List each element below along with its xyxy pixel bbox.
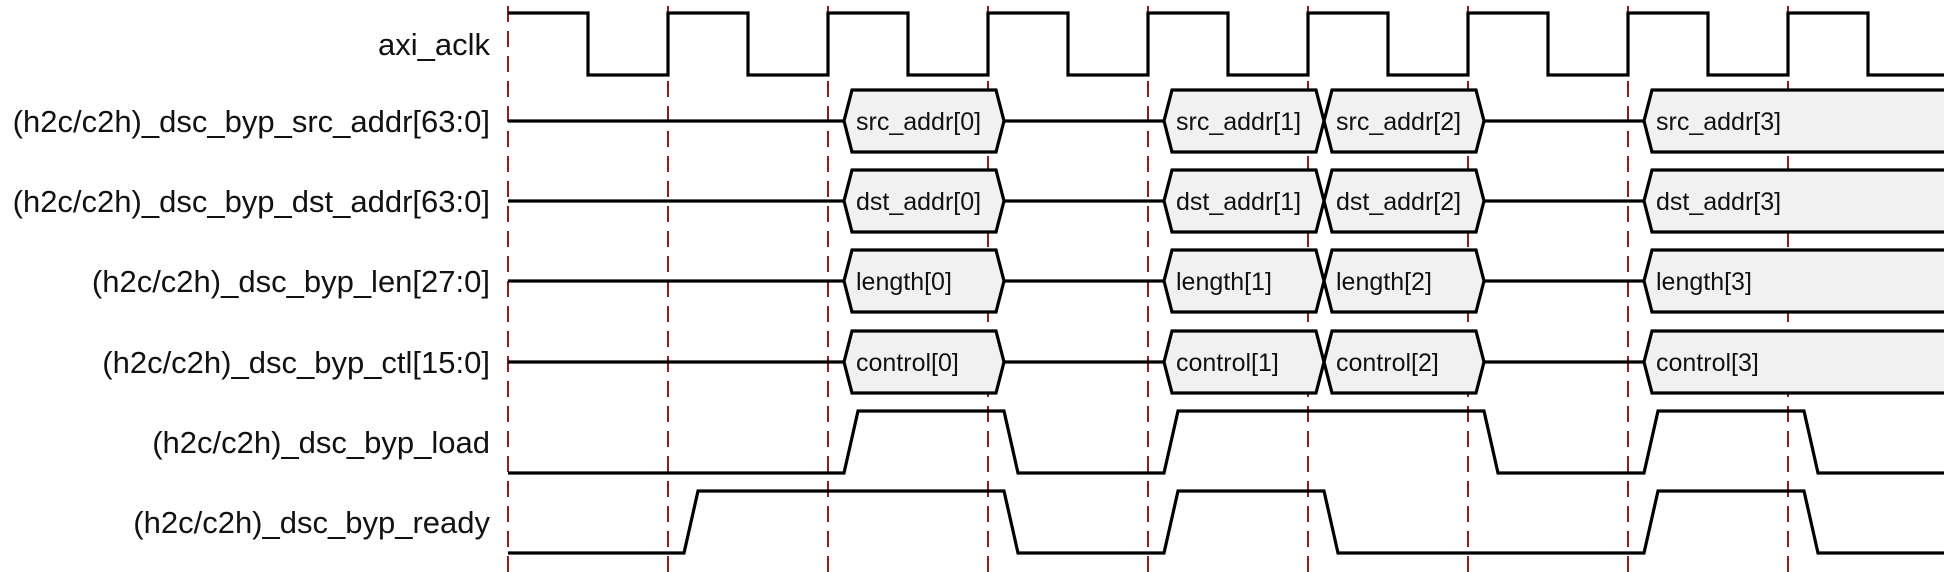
clock-waveform (508, 11, 1944, 77)
bus-value-label: src_addr[0] (856, 108, 981, 136)
bus-value-label: control[1] (1176, 349, 1279, 377)
bus-value-label: dst_addr[2] (1336, 188, 1461, 216)
signal-row: (h2c/c2h)_dsc_byp_len[27:0] length[0] leng… (92, 248, 1944, 314)
bus-value-box (1642, 248, 1944, 314)
bus-value-label: length[3] (1656, 268, 1752, 296)
bus-value-label: dst_addr[1] (1176, 188, 1301, 216)
signal-name: (h2c/c2h)_dsc_byp_dst_addr[63:0] (13, 184, 490, 219)
signal-name: (h2c/c2h)_dsc_byp_len[27:0] (92, 264, 490, 299)
signal-row: (h2c/c2h)_dsc_byp_ctl[15:0] control[0] con… (102, 329, 1944, 395)
bus-value-box (1642, 168, 1944, 234)
cycle-guides (507, 6, 1789, 572)
signal-row: (h2c/c2h)_dsc_byp_dst_addr[63:0] dst_addr… (13, 168, 1944, 234)
signal-name: (h2c/c2h)_dsc_byp_load (152, 425, 490, 460)
signal-row: (h2c/c2h)_dsc_byp_load (152, 409, 1944, 475)
bus-value-label: control[0] (856, 349, 959, 377)
signal-name: (h2c/c2h)_dsc_byp_ctl[15:0] (102, 345, 490, 380)
bus-value-label: dst_addr[3] (1656, 188, 1781, 216)
signal-rows: axi_aclk (h2c/c2h)_dsc_byp_src_addr[63:0]… (13, 11, 1944, 555)
bus-value-label: control[3] (1656, 349, 1759, 377)
bus-value-label: length[0] (856, 268, 952, 296)
logic-waveform (508, 409, 1944, 475)
signal-name: (h2c/c2h)_dsc_byp_ready (133, 505, 490, 540)
bus-value-label: src_addr[2] (1336, 108, 1461, 136)
bus-value-label: length[2] (1336, 268, 1432, 296)
signal-name: (h2c/c2h)_dsc_byp_src_addr[63:0] (13, 104, 490, 139)
signal-row: (h2c/c2h)_dsc_byp_ready (133, 489, 1944, 555)
signal-row: (h2c/c2h)_dsc_byp_src_addr[63:0] src_addr… (13, 88, 1944, 154)
bus-value-label: src_addr[3] (1656, 108, 1781, 136)
bus-value-label: src_addr[1] (1176, 108, 1301, 136)
bus-value-box (1642, 88, 1944, 154)
bus-value-label: dst_addr[0] (856, 188, 981, 216)
logic-waveform (508, 489, 1944, 555)
signal-name: axi_aclk (378, 27, 490, 62)
bus-value-label: length[1] (1176, 268, 1272, 296)
bus-value-box (1642, 329, 1944, 395)
signal-row: axi_aclk (378, 11, 1944, 77)
bus-value-label: control[2] (1336, 349, 1439, 377)
